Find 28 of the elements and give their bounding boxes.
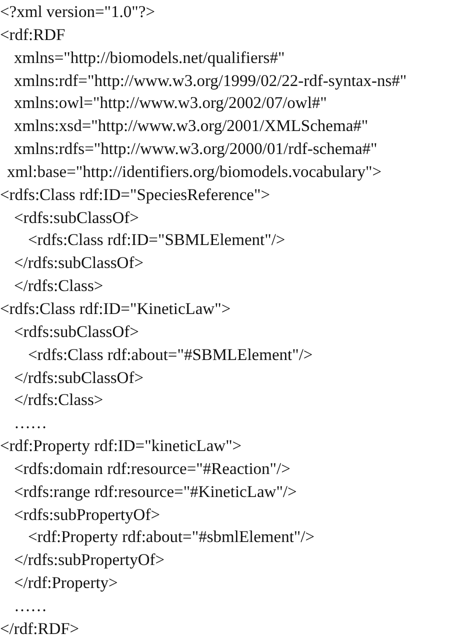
code-line: <rdf:Property rdf:ID="kineticLaw"> xyxy=(0,436,242,456)
code-line: …… xyxy=(14,413,47,432)
code-line: </rdf:RDF> xyxy=(0,618,80,638)
code-line: xmlns:rdfs="http://www.w3.org/2000/01/rdf-schema#" xyxy=(14,139,378,158)
code-line: <rdf:RDF xyxy=(0,24,66,44)
code-line: <rdfs:subClassOf> xyxy=(14,208,139,227)
code-line: <rdfs:range rdf:resource="#KineticLaw"/> xyxy=(14,482,297,501)
code-line: </rdfs:subClassOf> xyxy=(14,253,144,272)
code-line: <rdfs:Class rdf:about="#SBMLElement"/> xyxy=(28,344,313,364)
code-line: <rdfs:Class rdf:ID="SBMLElement"/> xyxy=(28,230,286,250)
code-line: <rdfs:Class rdf:ID="KineticLaw"> xyxy=(0,298,231,318)
code-line: </rdfs:Class> xyxy=(14,390,104,410)
code-line: xmlns:xsd="http://www.w3.org/2001/XMLSchema#" xyxy=(14,116,368,136)
code-line: xmlns="http://biomodels.net/qualifiers#" xyxy=(14,48,285,67)
code-line: xmlns:owl="http://www.w3.org/2002/07/owl#" xyxy=(14,93,327,112)
code-line: </rdfs:subPropertyOf> xyxy=(14,550,165,570)
code-line: <rdfs:Class rdf:ID="SpeciesReference"> xyxy=(0,184,270,204)
code-line: xml:base="http://identifiers.org/biomodels.vocabulary"> xyxy=(7,162,382,181)
code-line: <rdfs:subClassOf> xyxy=(14,322,139,341)
code-line: <rdfs:subPropertyOf> xyxy=(14,504,160,524)
code-line: <rdfs:domain rdf:resource="#Reaction"/> xyxy=(14,458,290,478)
code-line: </rdfs:Class> xyxy=(14,276,104,296)
code-line: …… xyxy=(14,596,47,615)
code-line: <rdf:Property rdf:about="#sbmlElement"/> xyxy=(28,527,315,546)
code-line: <?xml version="1.0"?> xyxy=(0,2,156,21)
code-line: xmlns:rdf="http://www.w3.org/1999/02/22-rdf-syntax-ns#" xyxy=(14,70,407,90)
code-line: </rdfs:subClassOf> xyxy=(14,368,144,386)
code-line: </rdf:Property> xyxy=(14,573,118,592)
